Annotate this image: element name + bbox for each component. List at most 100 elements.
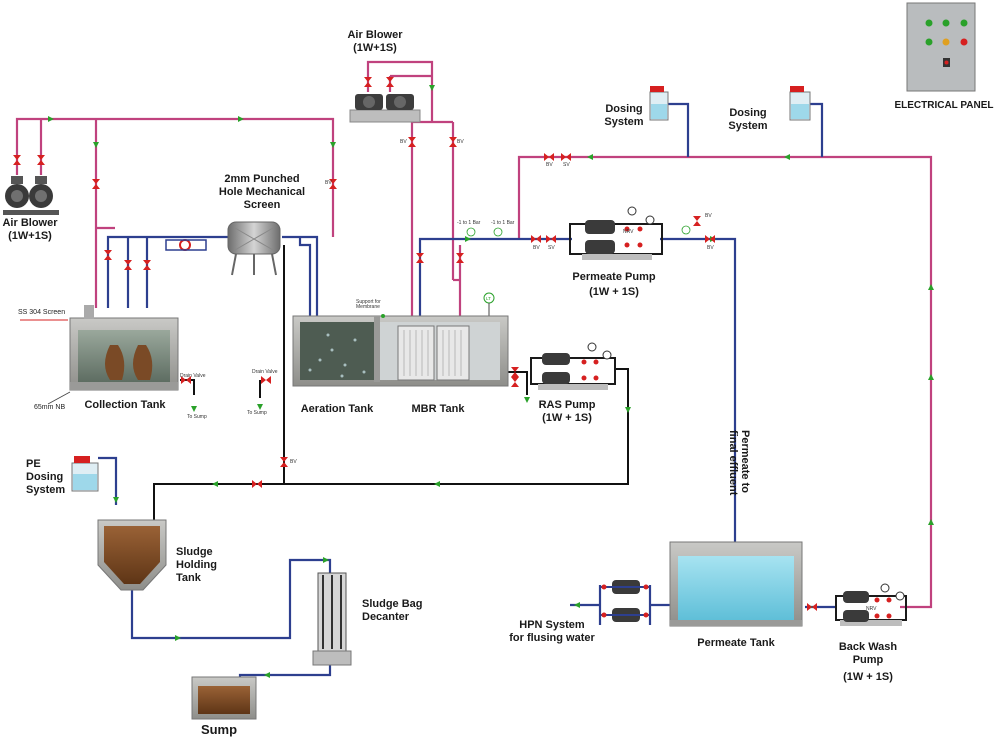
pe-dosing-system — [71, 456, 99, 492]
collection-tank-label: Collection Tank — [84, 399, 166, 411]
valve — [807, 603, 817, 611]
permeate-pump-skid: NRV — [569, 206, 663, 260]
backwash-label: (1W + 1S) — [843, 671, 893, 683]
permeate-tank — [669, 541, 803, 627]
ras-pump-skid — [530, 342, 616, 390]
nb-label: 65mm NB — [34, 404, 65, 411]
drain-valve-1-label: Drain Valve — [180, 373, 206, 379]
hpn-label: for flusing water — [509, 632, 595, 644]
bv-tag: BV — [533, 245, 540, 251]
valve — [386, 77, 394, 87]
ss-screen-label: SS 304 Screen — [18, 309, 65, 316]
sludge-bag-label: Sludge Bag — [362, 598, 423, 610]
water-pipes — [98, 102, 836, 683]
permeate-tank-label: Permeate Tank — [697, 637, 775, 649]
pressure-transmitter — [493, 227, 503, 237]
pe-dosing-label: System — [26, 484, 65, 496]
sludge-holding-label: Tank — [176, 572, 202, 584]
air-blower-top-label: (1W+1S) — [353, 42, 397, 54]
permeate-pump-label: (1W + 1S) — [589, 286, 639, 298]
sv-tag: SV — [563, 162, 570, 168]
air-blower-left-label: Air Blower — [2, 217, 58, 229]
backwash-pump-skid: NRV — [835, 583, 907, 626]
nrv-tag: NRV — [623, 229, 634, 235]
valve — [561, 153, 571, 161]
sludge-holding-label: Sludge — [176, 546, 213, 558]
svg-text:final effluent: final effluent — [727, 430, 739, 496]
pressure-transmitter — [466, 227, 476, 237]
dosing-system-1 — [649, 86, 669, 121]
mechanical-screen — [165, 221, 281, 276]
valve — [449, 137, 457, 147]
dosing-system-2-label: Dosing — [729, 107, 766, 119]
air-blower-top-label: Air Blower — [347, 29, 403, 41]
valve — [693, 216, 701, 226]
valve — [181, 376, 191, 384]
valve — [544, 153, 554, 161]
pe-dosing-label: PE — [26, 458, 41, 470]
permeate-final-label: Permeate to final effluent — [727, 430, 751, 496]
bv-tag: BV — [457, 139, 464, 145]
sump — [191, 676, 257, 720]
aeration-mbr-tank: Support for Membrane — [292, 299, 509, 387]
valve — [104, 250, 112, 260]
sludge-bag-decanter — [312, 572, 352, 666]
valve — [329, 179, 337, 189]
valve — [364, 77, 372, 87]
sludge-pipes — [153, 245, 629, 525]
backwash-label: Back Wash — [839, 641, 898, 653]
ras-pump-label: (1W + 1S) — [542, 412, 592, 424]
sv-tag: SV — [548, 245, 555, 251]
valve — [37, 155, 45, 165]
pressure-transmitter — [681, 225, 691, 235]
valve — [416, 253, 424, 263]
valves — [13, 77, 817, 611]
bar-label-2: -1 to 1 Bar — [491, 220, 515, 226]
air-blower-left-label: (1W+1S) — [8, 230, 52, 242]
valve — [124, 260, 132, 270]
air-blower-top — [349, 94, 421, 123]
sludge-holding-tank — [97, 519, 167, 591]
to-sump-2-label: To Sump — [247, 410, 267, 416]
valve — [252, 480, 262, 488]
ras-pump-label: RAS Pump — [539, 399, 596, 411]
flow-arrows — [48, 85, 934, 678]
aeration-tank-label: Aeration Tank — [301, 403, 374, 415]
collection-tank — [20, 305, 179, 405]
sludge-holding-label: Holding — [176, 559, 217, 571]
bv-tag: BV — [290, 459, 297, 465]
dosing-system-1-label: System — [604, 116, 643, 128]
valve — [261, 376, 271, 384]
to-sump-1-label: To Sump — [187, 414, 207, 420]
bv-tag: BV — [707, 245, 714, 251]
support-membrane-label: Support for — [356, 299, 381, 305]
air-blower-left — [3, 176, 59, 215]
drain-valve-2-label: Drain Valve — [252, 369, 278, 375]
mbr-tank-label: MBR Tank — [412, 403, 466, 415]
valve — [179, 239, 191, 251]
pe-dosing-label: Dosing — [26, 471, 63, 483]
backwash-label: Pump — [853, 654, 884, 666]
nrv-tag: NRV — [866, 606, 877, 612]
valve — [143, 260, 151, 270]
valve — [280, 457, 288, 467]
sludge-bag-label: Decanter — [362, 611, 410, 623]
bv-tag: BV — [705, 213, 712, 219]
screen-label: Screen — [244, 199, 281, 211]
hpn-label: HPN System — [519, 619, 585, 631]
bv-tag: BV — [546, 162, 553, 168]
bv-tag: BV — [400, 139, 407, 145]
dosing-system-2 — [789, 86, 811, 121]
electrical-panel-label: ELECTRICAL PANEL — [894, 100, 993, 111]
support-membrane-label: Membrane — [356, 304, 380, 310]
electrical-panel — [906, 2, 976, 92]
valve — [531, 235, 541, 243]
screen-label: 2mm Punched — [224, 173, 299, 185]
valve — [511, 377, 519, 387]
sump-label: Sump — [201, 722, 237, 737]
hpn-pump-skid — [600, 580, 650, 622]
lt-tag: LT — [486, 296, 491, 301]
valve — [456, 253, 464, 263]
valve — [13, 155, 21, 165]
